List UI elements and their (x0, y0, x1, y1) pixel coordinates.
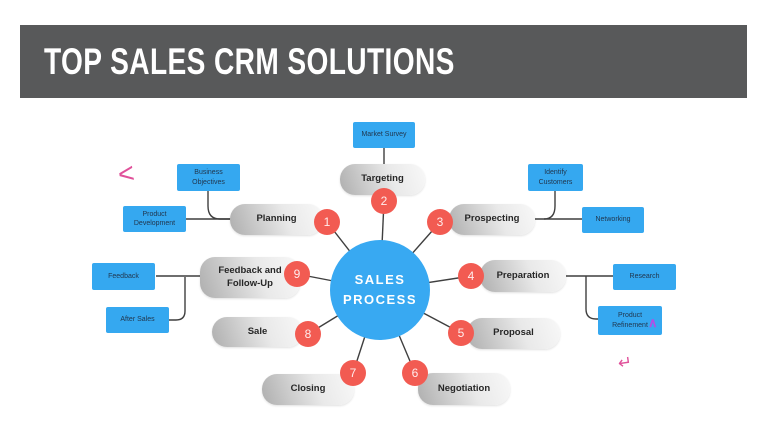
step-pill-closing: Closing (262, 374, 354, 405)
step-pill-feedback-follow-up: Feedback and Follow-Up (200, 257, 300, 298)
page-title: TOP SALES CRM SOLUTIONS (44, 40, 455, 82)
step-pill-proposal: Proposal (467, 318, 560, 349)
subnode-product-refinement: Product Refinement (598, 306, 662, 335)
subnode-business-objectives: Business Objectives (177, 164, 240, 191)
badge-number: 7 (349, 366, 357, 380)
center-node-sales-process: SALES PROCESS (330, 240, 430, 340)
badge-number: 9 (293, 267, 301, 281)
pen-caret-annotation: ∧ (648, 315, 658, 330)
subnode-research: Research (613, 264, 676, 290)
step-number-badge-7: 7 (340, 360, 366, 386)
step-number-badge-2: 2 (371, 188, 397, 214)
subnode-label: Feedback (108, 272, 139, 280)
step-number-badge-4: 4 (458, 263, 484, 289)
subnode-after-sales: After Sales (106, 307, 169, 333)
subnode-label: Identify Customers (538, 169, 573, 186)
badge-number: 6 (411, 366, 419, 380)
badge-number: 2 (380, 194, 388, 208)
step-label: Proposal (493, 327, 534, 339)
badge-number: 4 (467, 269, 475, 283)
subnode-networking: Networking (582, 207, 644, 233)
step-number-badge-3: 3 (427, 209, 453, 235)
step-label: Preparation (496, 269, 550, 281)
subnode-label: Research (629, 273, 660, 281)
step-number-badge-5: 5 (448, 320, 474, 346)
step-number-badge-9: 9 (284, 261, 310, 287)
step-pill-negotiation: Negotiation (418, 373, 510, 405)
subnode-feedback: Feedback (92, 263, 155, 290)
badge-number: 3 (436, 215, 444, 229)
subnode-label: Product Development (133, 210, 176, 227)
badge-number: 8 (304, 327, 312, 341)
step-label: Sale (247, 325, 268, 337)
step-number-badge-8: 8 (295, 321, 321, 347)
step-pill-prospecting: Prospecting (449, 204, 535, 235)
subnode-label: Market Survey (361, 131, 407, 139)
subnode-label: After Sales (120, 316, 155, 324)
step-label: Prospecting (464, 213, 520, 225)
step-pill-preparation: Preparation (480, 260, 566, 292)
subnode-label: Networking (595, 216, 631, 224)
badge-number: 5 (457, 326, 465, 340)
step-number-badge-6: 6 (402, 360, 428, 386)
subnode-product-development: Product Development (123, 206, 186, 232)
subnode-label: Business Objectives (192, 169, 225, 186)
step-number-badge-1: 1 (314, 209, 340, 235)
step-label: Targeting (361, 173, 404, 185)
badge-number: 1 (323, 215, 331, 229)
subnode-label: Product Refinement (612, 312, 648, 329)
pen-return-arrow-annotation: ↵ (616, 352, 634, 373)
step-pill-planning: Planning (230, 204, 323, 235)
step-label: Planning (256, 213, 297, 225)
header-bar: TOP SALES CRM SOLUTIONS (20, 25, 747, 98)
step-label: Feedback and Follow-Up (218, 264, 282, 289)
step-pill-sale: Sale (212, 317, 303, 347)
subnode-identify-customers: Identify Customers (528, 164, 583, 191)
subnode-market-survey: Market Survey (353, 122, 415, 148)
step-label: Closing (290, 383, 326, 395)
step-label: Negotiation (437, 382, 491, 394)
center-node-label: SALES PROCESS (342, 271, 418, 307)
